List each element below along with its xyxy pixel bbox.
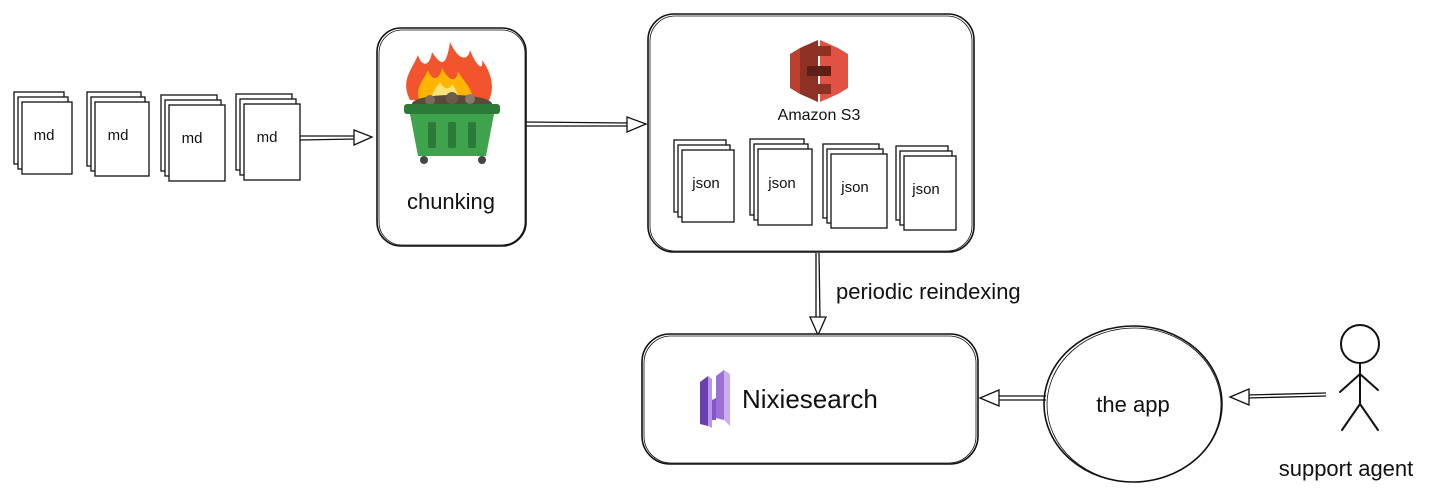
s3-storage-box: Amazon S3 json json json xyxy=(647,13,975,253)
amazon-s3-icon xyxy=(790,40,848,102)
json-doc-4: json xyxy=(895,145,957,231)
json-doc-label: json xyxy=(691,175,720,192)
stick-figure-icon xyxy=(1339,324,1380,431)
support-agent-label: support agent xyxy=(1279,456,1414,481)
app-node: the app xyxy=(1043,325,1223,483)
arrow-chunking-to-s3 xyxy=(525,116,648,133)
md-doc-2: md xyxy=(86,91,150,177)
md-documents: md md md md xyxy=(13,91,301,182)
json-doc-1: json xyxy=(673,139,735,223)
json-documents: json json json json xyxy=(673,138,957,231)
md-doc-label: md xyxy=(182,130,203,147)
json-doc-label: json xyxy=(767,175,796,192)
arrow-agent-to-app xyxy=(1228,388,1327,406)
json-doc-label: json xyxy=(840,179,869,196)
arrow-md-to-chunking xyxy=(299,129,374,147)
app-label: the app xyxy=(1096,392,1169,417)
burning-dumpster-icon xyxy=(404,42,500,164)
arrow-app-to-nixiesearch xyxy=(978,389,1046,407)
nixiesearch-label: Nixiesearch xyxy=(742,384,878,414)
chunking-box: chunking xyxy=(376,27,527,247)
md-doc-3: md xyxy=(160,94,226,182)
json-doc-3: json xyxy=(822,143,888,229)
reindex-label: periodic reindexing xyxy=(836,279,1021,304)
md-doc-1: md xyxy=(13,91,73,175)
json-doc-2: json xyxy=(749,138,813,226)
md-doc-4: md xyxy=(235,93,301,181)
json-doc-label: json xyxy=(911,181,940,198)
nixiesearch-box: Nixiesearch xyxy=(641,333,979,465)
md-doc-label: md xyxy=(257,129,278,146)
md-doc-label: md xyxy=(108,127,129,144)
nixiesearch-logo-icon xyxy=(700,370,730,428)
chunking-label: chunking xyxy=(407,189,495,214)
arrow-s3-to-nixiesearch xyxy=(808,252,828,337)
md-doc-label: md xyxy=(34,127,55,144)
s3-label: Amazon S3 xyxy=(778,107,861,124)
